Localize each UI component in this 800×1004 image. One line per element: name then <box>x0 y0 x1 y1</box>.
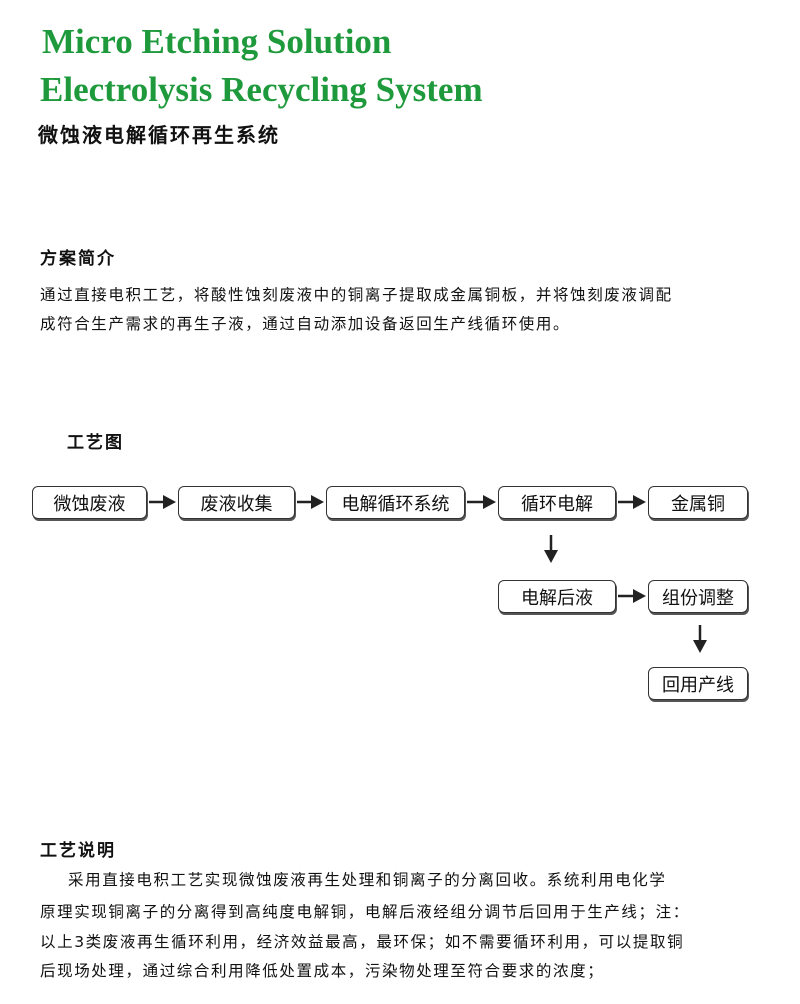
flow-arrows <box>149 495 707 653</box>
title-en-line1: Micro Etching Solution <box>42 22 392 61</box>
node-metal-copper: 金属铜 <box>648 486 748 519</box>
desc-line: 原理实现铜离子的分离得到高纯度电解铜，电解后液经组分调节后回用于生产线；注： <box>40 903 690 921</box>
node-waste-collection: 废液收集 <box>178 486 295 519</box>
node-post-electrolyte: 电解后液 <box>498 580 616 613</box>
node-cyclic-electrolysis: 循环电解 <box>498 486 616 519</box>
desc-line: 采用直接电积工艺实现微蚀废液再生处理和铜离子的分离回收。系统利用电化学 <box>68 871 667 889</box>
node-return-production: 回用产线 <box>648 667 748 700</box>
intro-line: 成符合生产需求的再生子液，通过自动添加设备返回生产线循环使用。 <box>40 315 571 333</box>
node-composition-adjust: 组份调整 <box>648 580 748 613</box>
arrow-right-icon <box>149 495 176 509</box>
arrow-right-icon <box>618 589 646 603</box>
title-en-line2: Electrolysis Recycling System <box>40 70 483 109</box>
arrow-right-icon <box>297 495 324 509</box>
title-cn: 微蚀液电解循环再生系统 <box>38 123 280 147</box>
desc-line: 以上3类废液再生循环利用，经济效益最高，最环保；如不需要循环利用，可以提取铜 <box>40 933 685 951</box>
arrow-right-icon <box>618 495 646 509</box>
node-electrolysis-system: 电解循环系统 <box>326 486 465 519</box>
node-micro-etch-waste: 微蚀废液 <box>32 486 147 519</box>
arrow-down-icon <box>693 625 707 653</box>
diagram-heading: 工艺图 <box>67 433 124 453</box>
intro-heading: 方案简介 <box>40 249 116 269</box>
desc-heading: 工艺说明 <box>40 841 116 861</box>
intro-line: 通过直接电积工艺，将酸性蚀刻废液中的铜离子提取成金属铜板，并将蚀刻废液调配 <box>40 286 673 304</box>
desc-line: 后现场处理，通过综合利用降低处置成本，污染物处理至符合要求的浓度； <box>40 962 605 980</box>
arrow-down-icon <box>544 535 558 563</box>
arrow-right-icon <box>467 495 496 509</box>
